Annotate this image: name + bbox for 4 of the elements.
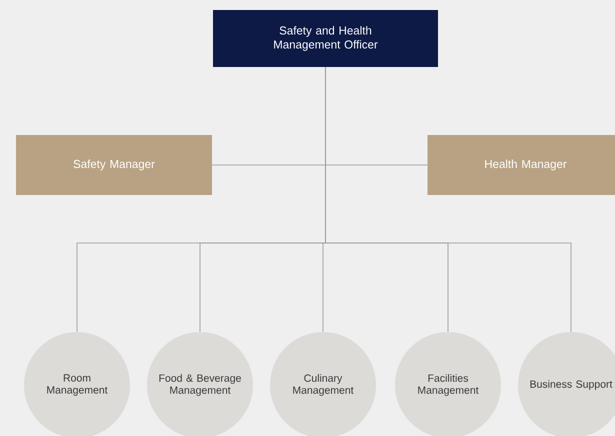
- connector-line: [325, 66, 572, 332]
- manager-box: Health Manager: [428, 135, 615, 195]
- title-box: Safety and Health Management Officer: [213, 10, 438, 67]
- manager-box: Safety Manager: [16, 135, 212, 195]
